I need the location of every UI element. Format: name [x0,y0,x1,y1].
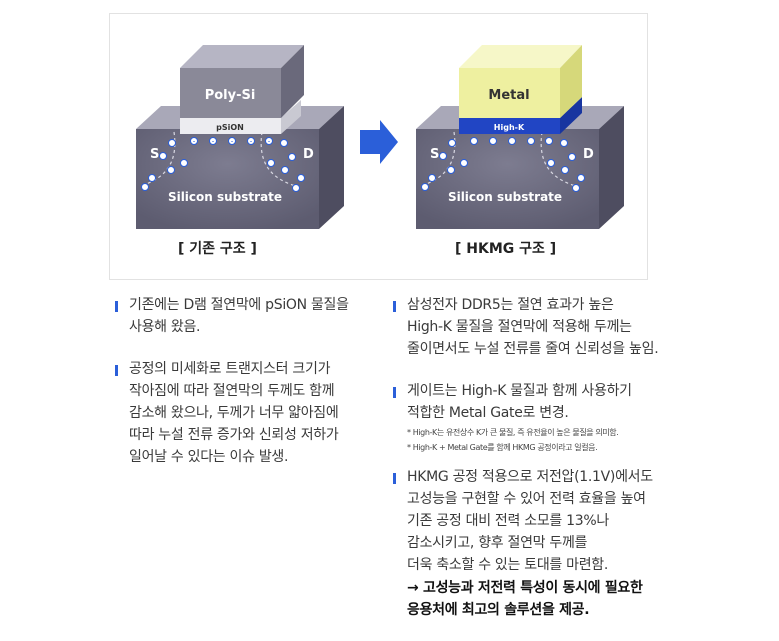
before-substrate-front [136,129,319,229]
svg-text:-: - [212,138,215,146]
right-bullet-item: HKMG 공정 적용으로 저전압(1.1V)에서도 고성능을 구현할 수 있어 … [393,466,693,621]
after-structure: Metal High-K S D Silicon substrate [416,45,624,229]
before-source-label: S [150,147,159,162]
bullet-text: 게이트는 High-K 물질과 함께 사용하기 적합한 Metal Gate로 … [407,383,632,421]
before-drain-label: D [303,147,314,162]
bullet-text: 기존에는 D램 절연막에 pSiON 물질을 사용해 왔음. [129,297,349,335]
bullet-text: HKMG 공정 적용으로 저전압(1.1V)에서도 고성능을 구현할 수 있어 … [407,469,653,573]
after-caption: [ HKMG 구조 ] [455,241,557,257]
transition-arrow-icon [360,120,398,164]
after-gate-top [459,45,582,68]
after-insulator-label: High-K [494,123,525,132]
left-bullet-list: 기존에는 D램 절연막에 pSiON 물질을 사용해 왔음. 공정의 미세화로 … [115,294,375,488]
after-substrate-label: Silicon substrate [448,190,562,204]
conclusion-highlight: → 고성능과 저전력 특성이 동시에 필요한 응용처에 최고의 솔루션을 제공. [407,580,643,618]
before-substrate-side [319,106,344,229]
svg-text:-: - [268,138,271,146]
footnote: * High-K + Metal Gate를 함께 HKMG 공정이라고 일컬음… [407,443,598,452]
before-structure: - - - - - Poly-Si pSiON S D Silicon substrat… [136,45,344,229]
before-gate-label: Poly-Si [205,88,256,103]
before-insulator-label: pSiON [216,123,244,132]
before-polysi-gate [180,68,281,118]
after-gate-label: Metal [488,88,529,103]
before-electrons [141,137,305,192]
bullet-text: 삼성전자 DDR5는 절연 효과가 높은 High-K 물질을 절연막에 적용해… [407,297,659,357]
footnote: * High-K는 유전상수 K가 큰 물질, 즉 유전율이 높은 물질을 의미… [407,428,619,437]
right-bullet-item: 삼성전자 DDR5는 절연 효과가 높은 High-K 물질을 절연막에 적용해… [393,294,693,360]
left-bullet-item: 공정의 미세화로 트랜지스터 크기가 작아짐에 따라 절연막의 두께도 함께 감… [115,358,375,468]
left-bullet-item: 기존에는 D램 절연막에 pSiON 물질을 사용해 왔음. [115,294,375,338]
svg-text:-: - [193,138,196,146]
after-metal-gate [459,68,560,118]
before-gate-top [180,45,304,68]
right-bullet-item: 게이트는 High-K 물질과 함께 사용하기 적합한 Metal Gate로 … [393,380,693,454]
right-bullet-list: 삼성전자 DDR5는 절연 효과가 높은 High-K 물질을 절연막에 적용해… [393,294,693,641]
transistor-diagram: - - - - - Poly-Si pSiON S D Silicon substrat… [136,45,624,229]
svg-text:-: - [231,138,234,146]
after-highk-layer [459,118,560,134]
after-drain-label: D [583,147,594,162]
before-substrate-label: Silicon substrate [168,190,282,204]
after-source-label: S [430,147,439,162]
before-psion-layer [180,118,281,134]
svg-text:-: - [250,138,253,146]
after-substrate-front [416,129,599,229]
after-electrons [421,137,585,192]
before-caption: [ 기존 구조 ] [178,241,257,257]
bullet-text: 공정의 미세화로 트랜지스터 크기가 작아짐에 따라 절연막의 두께도 함께 감… [129,361,339,465]
